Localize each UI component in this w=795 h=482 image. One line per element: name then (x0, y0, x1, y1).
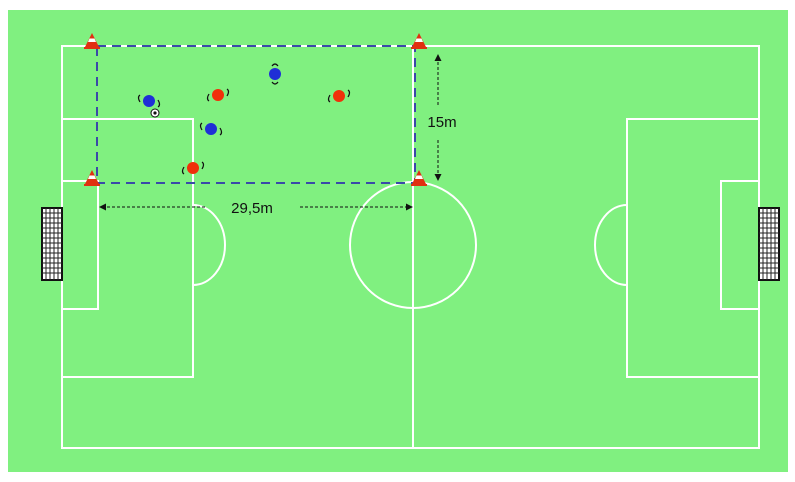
player-red (327, 89, 351, 103)
right-goal-icon (758, 207, 780, 281)
pitch-grass (8, 10, 788, 472)
cone-icon (84, 33, 100, 49)
player-blue (269, 63, 281, 85)
ball-icon (150, 108, 160, 118)
player-red (181, 161, 205, 175)
height-label: 15m (427, 114, 456, 131)
width-label: 29,5m (231, 200, 273, 217)
left-goal-icon (41, 207, 63, 281)
cone-icon (84, 170, 100, 186)
cone-icon (411, 170, 427, 186)
left-penalty-arc (192, 204, 226, 286)
player-red (206, 88, 230, 102)
cone-icon (411, 33, 427, 49)
player-blue (199, 122, 223, 136)
right-penalty-arc (594, 204, 628, 286)
drill-area (96, 45, 416, 184)
player-blue (137, 94, 161, 108)
